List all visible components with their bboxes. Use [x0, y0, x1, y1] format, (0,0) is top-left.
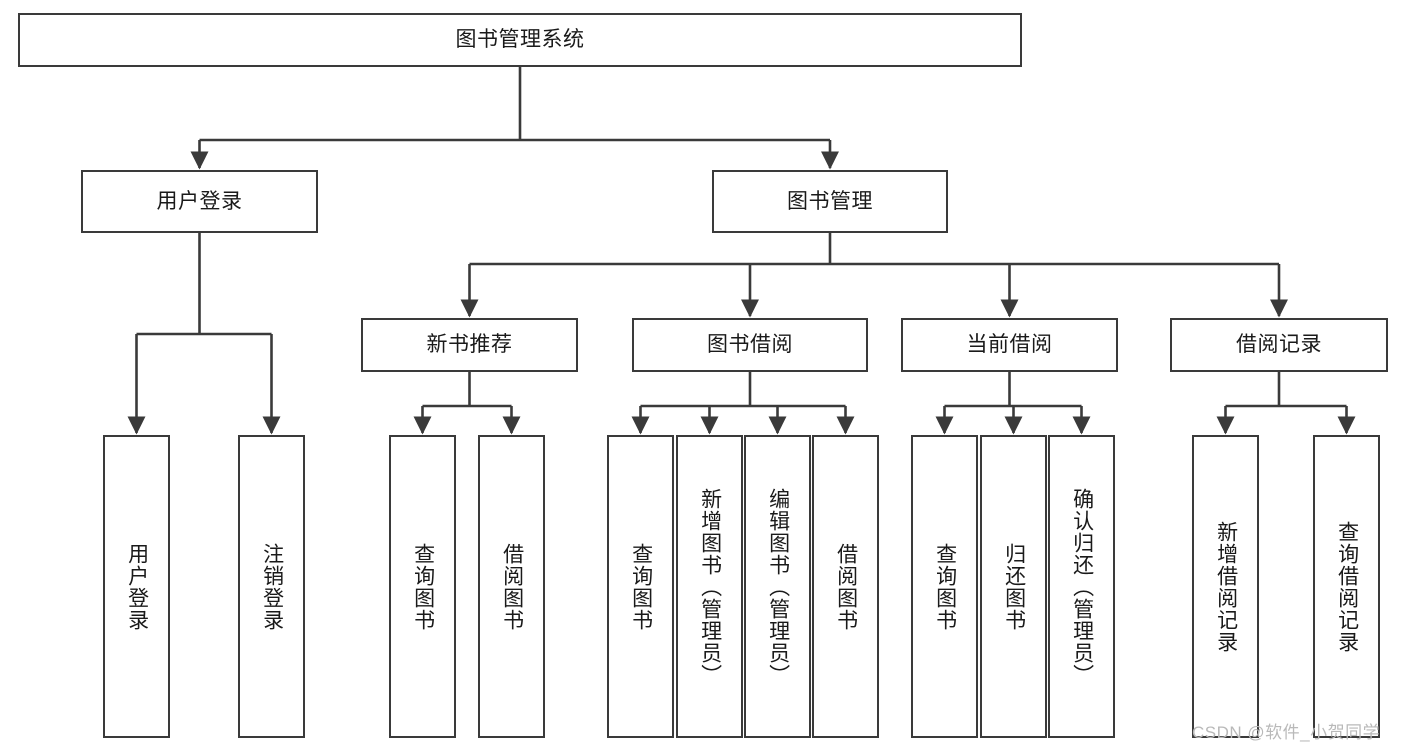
node-new-book-recommend[interactable]: 新书推荐: [361, 318, 578, 372]
node-label: 图书管理: [787, 189, 873, 213]
node-leaf-user-logout[interactable]: 注销登录: [238, 435, 305, 738]
node-leaf-add-record[interactable]: 新增借阅记录: [1192, 435, 1259, 738]
node-label: 借阅图书: [834, 542, 858, 631]
node-label: 借阅记录: [1236, 333, 1322, 357]
node-current-borrow[interactable]: 当前借阅: [901, 318, 1118, 372]
node-leaf-confirm-return[interactable]: 确认归还（管理员）: [1048, 435, 1115, 738]
node-label: 当前借阅: [966, 333, 1053, 357]
node-label: 注销登录: [260, 542, 284, 631]
node-label: 新增图书（管理员）: [698, 487, 722, 686]
node-label: 图书借阅: [707, 333, 793, 357]
node-label: 借阅图书: [500, 542, 524, 631]
node-leaf-edit-book[interactable]: 编辑图书（管理员）: [744, 435, 811, 738]
node-root[interactable]: 图书管理系统: [18, 13, 1022, 67]
node-leaf-query-book-3[interactable]: 查询图书: [911, 435, 978, 738]
node-leaf-query-book-1[interactable]: 查询图书: [389, 435, 456, 738]
node-label: 新书推荐: [426, 333, 513, 357]
node-label: 图书管理系统: [455, 28, 585, 52]
node-book-borrow[interactable]: 图书借阅: [632, 318, 868, 372]
node-label: 归还图书: [1002, 542, 1026, 631]
node-label: 新增借阅记录: [1214, 520, 1238, 653]
node-book-manage[interactable]: 图书管理: [712, 170, 948, 233]
node-leaf-borrow-book-1[interactable]: 借阅图书: [478, 435, 545, 738]
node-leaf-return-book[interactable]: 归还图书: [980, 435, 1047, 738]
node-label: 用户登录: [156, 189, 243, 213]
node-leaf-borrow-book-2[interactable]: 借阅图书: [812, 435, 879, 738]
node-label: 查询图书: [933, 542, 957, 631]
node-label: 确认归还（管理员）: [1070, 487, 1094, 686]
node-label: 编辑图书（管理员）: [766, 487, 790, 686]
node-leaf-add-book[interactable]: 新增图书（管理员）: [676, 435, 743, 738]
node-leaf-query-book-2[interactable]: 查询图书: [607, 435, 674, 738]
node-label: 用户登录: [125, 542, 149, 631]
node-label: 查询图书: [411, 542, 435, 631]
node-label: 查询借阅记录: [1335, 520, 1359, 653]
node-borrow-record[interactable]: 借阅记录: [1170, 318, 1388, 372]
node-user-login[interactable]: 用户登录: [81, 170, 318, 233]
node-leaf-user-login[interactable]: 用户登录: [103, 435, 170, 738]
node-label: 查询图书: [629, 542, 653, 631]
node-leaf-query-record[interactable]: 查询借阅记录: [1313, 435, 1380, 738]
